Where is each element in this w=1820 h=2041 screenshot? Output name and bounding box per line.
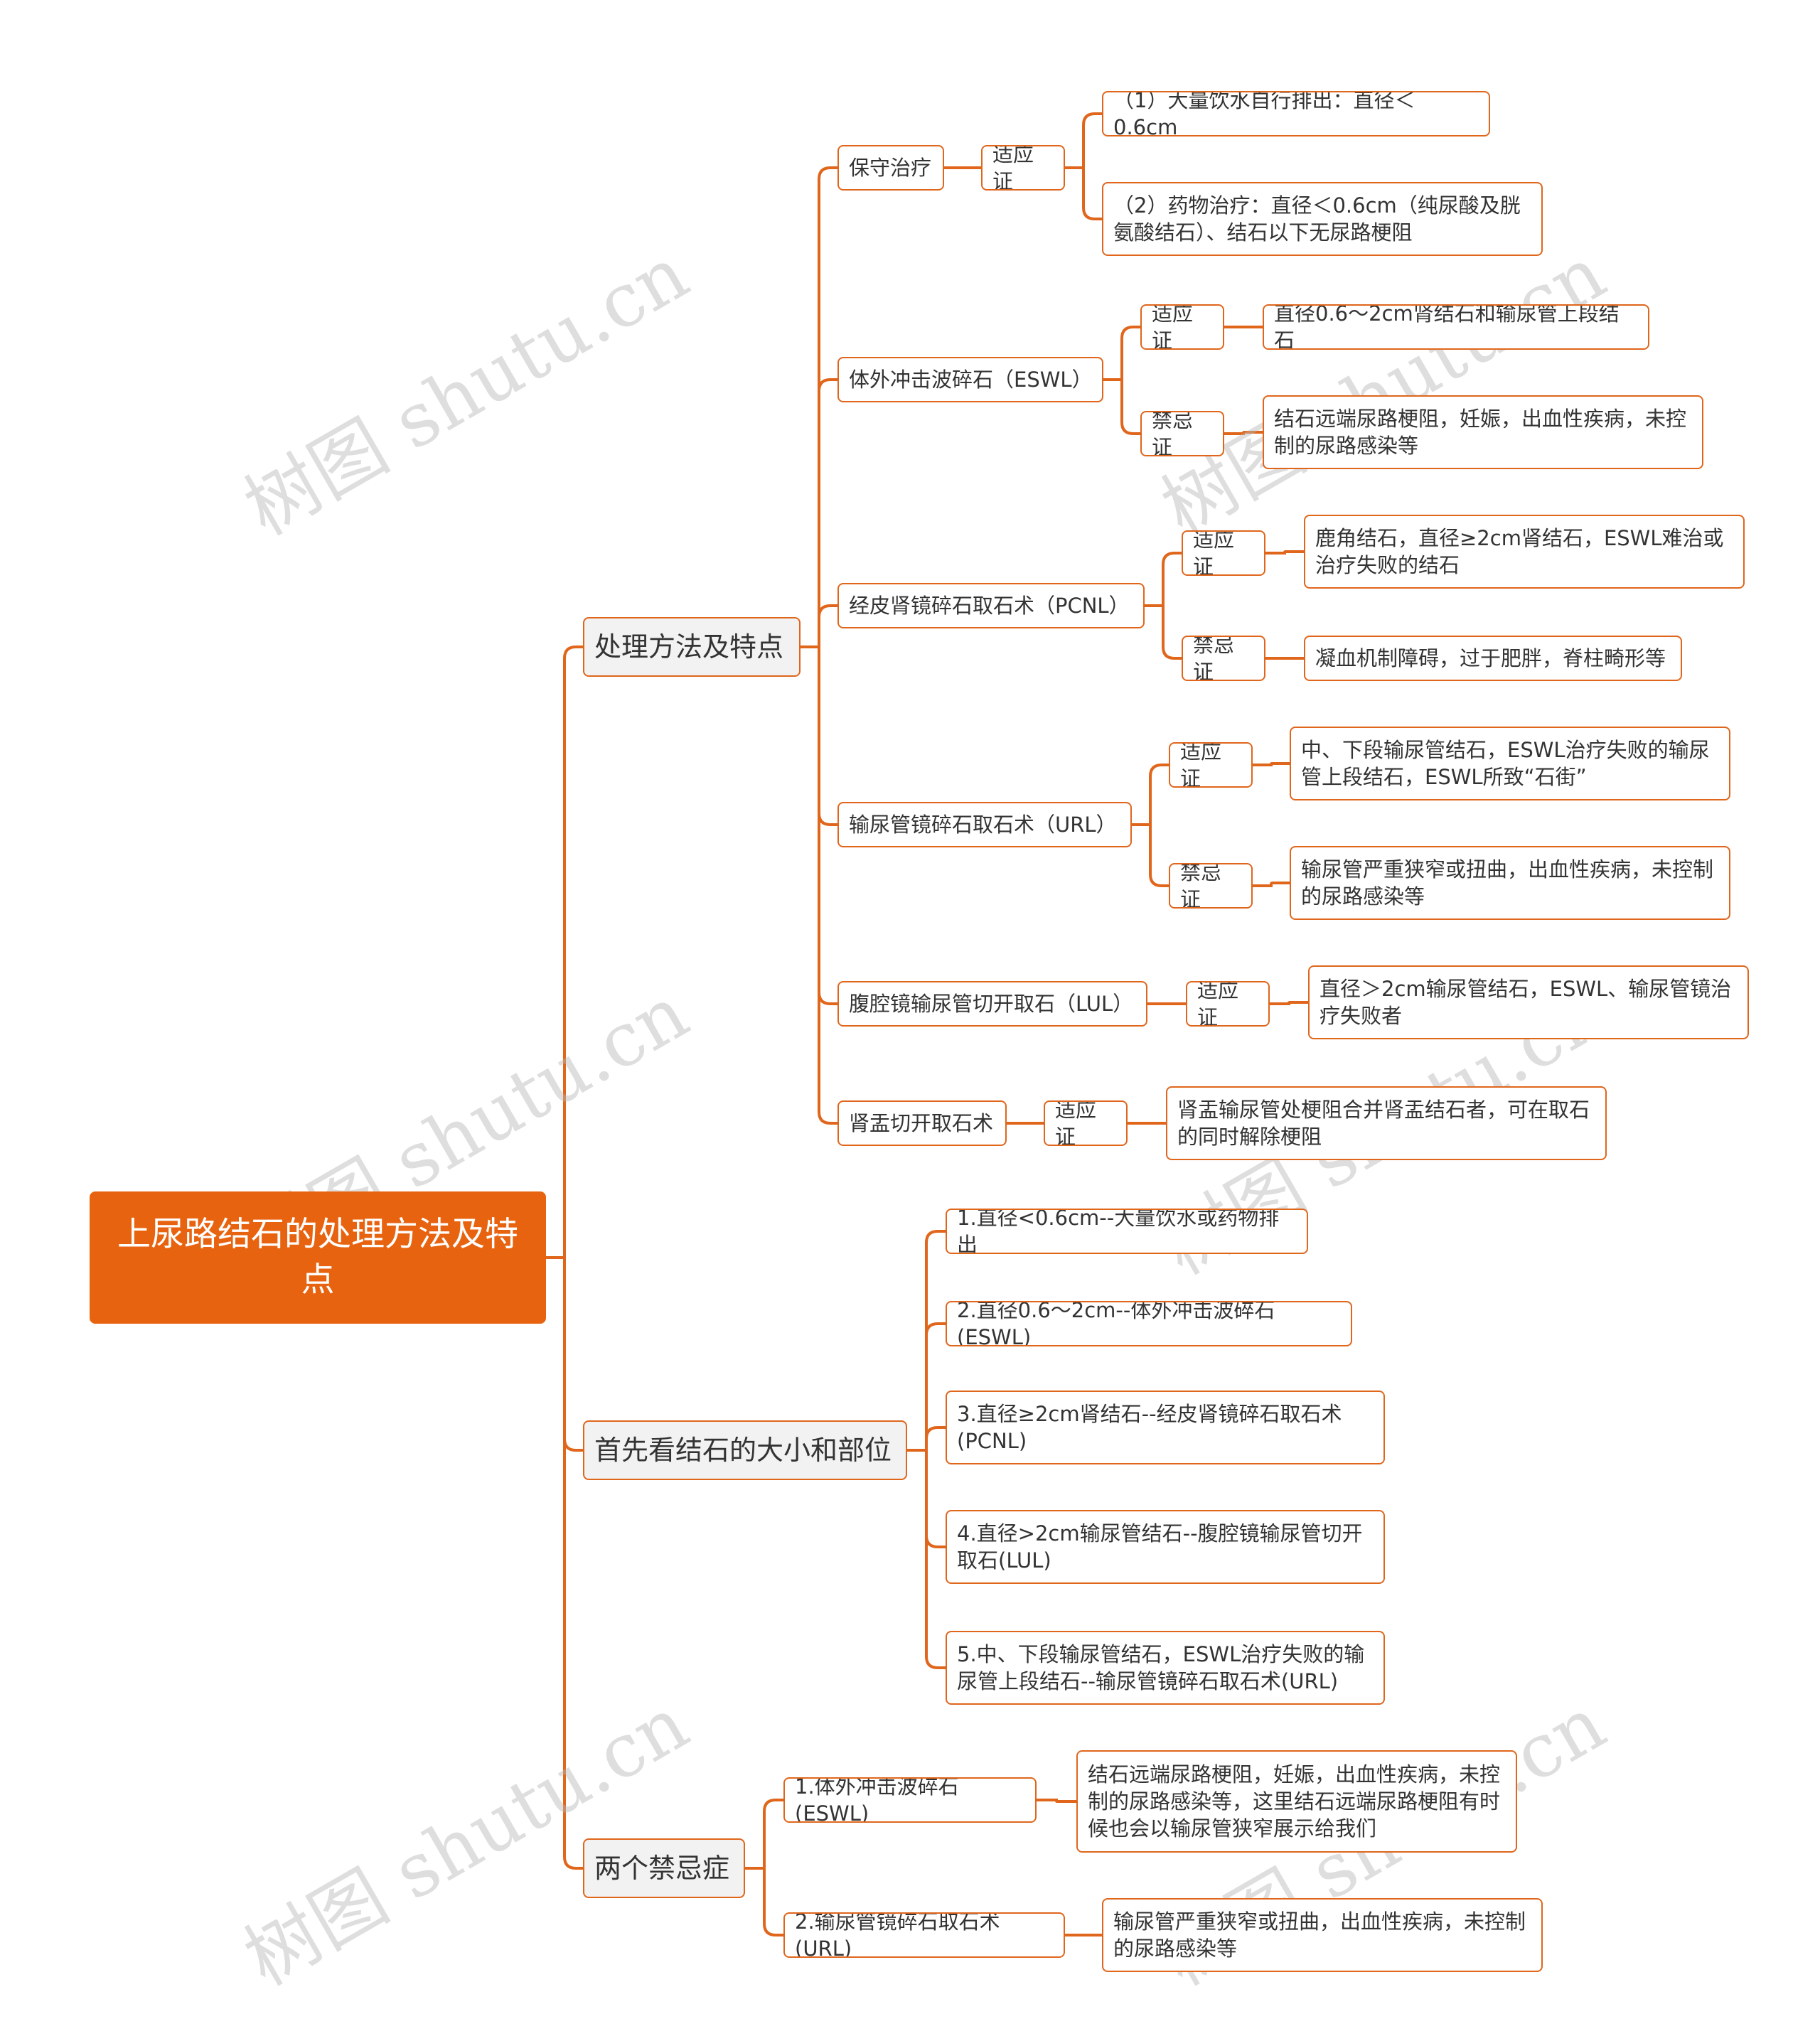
connector-line (907, 1426, 946, 1452)
connector-line (1224, 431, 1263, 435)
topic-eswl[interactable]: 体外冲击波碎石（ESWL） (837, 357, 1103, 402)
topic-conservative-treatment[interactable]: 保守治疗 (837, 145, 944, 191)
connector-line (801, 166, 837, 648)
detail-note[interactable]: 鹿角结石，直径≥2cm肾结石，ESWL难治或治疗失败的结石 (1304, 515, 1745, 589)
topic-pyelolithotomy[interactable]: 肾盂切开取石术 (837, 1100, 1007, 1146)
topic-lul[interactable]: 腹腔镜输尿管切开取石（LUL） (837, 981, 1147, 1027)
contraindication-url[interactable]: 2.输尿管镜碎石取石术(URL) (783, 1912, 1065, 1958)
connector-line (1103, 378, 1140, 435)
detail-note[interactable]: 结石远端尿路梗阻，妊娠，出血性疾病，未控制的尿路感染等，这里结石远端尿路梗阻有时… (1076, 1750, 1517, 1853)
indication-label[interactable]: 适应证 (1044, 1100, 1128, 1146)
connector-line (907, 1230, 946, 1452)
connector-line (546, 1256, 583, 1870)
size-rule-item[interactable]: 3.直径≥2cm肾结石--经皮肾镜碎石取石术(PCNL) (946, 1391, 1385, 1464)
detail-note[interactable]: （2）药物治疗：直径＜0.6cm（纯尿酸及胱氨酸结石）、结石以下无尿路梗阻 (1102, 182, 1543, 256)
detail-note[interactable]: 直径＞2cm输尿管结石，ESWL、输尿管镜治疗失败者 (1308, 965, 1749, 1039)
root-topic[interactable]: 上尿路结石的处理方法及特点 (90, 1191, 546, 1324)
contraindication-label[interactable]: 禁忌证 (1140, 411, 1224, 456)
contraindication-label[interactable]: 禁忌证 (1182, 636, 1265, 681)
connector-line (907, 1449, 946, 1669)
connector-line (801, 645, 837, 1125)
connector-line (1103, 326, 1140, 381)
contraindication-eswl[interactable]: 1.体外冲击波碎石(ESWL) (783, 1777, 1037, 1823)
connector-line (1253, 882, 1290, 887)
indication-label[interactable]: 适应证 (1182, 530, 1265, 576)
detail-note[interactable]: 结石远端尿路梗阻，妊娠，出血性疾病，未控制的尿路感染等 (1263, 395, 1703, 469)
detail-note[interactable]: 凝血机制障碍，过于肥胖，脊柱畸形等 (1304, 636, 1682, 681)
topic-size-and-location[interactable]: 首先看结石的大小和部位 (583, 1420, 907, 1480)
detail-note[interactable]: （1）大量饮水自行排出：直径＜0.6cm (1102, 91, 1490, 136)
contraindication-label[interactable]: 禁忌证 (1169, 863, 1253, 909)
detail-note[interactable]: 输尿管严重狭窄或扭曲，出血性疾病，未控制的尿路感染等 (1290, 846, 1730, 920)
connector-line (907, 1322, 946, 1452)
connector-line (1132, 823, 1169, 887)
detail-note[interactable]: 中、下段输尿管结石，ESWL治疗失败的输尿管上段结石，ESWL所致“石街” (1290, 727, 1730, 800)
connector-line (801, 604, 837, 648)
connector-line (1065, 166, 1102, 220)
connector-line (1145, 552, 1182, 607)
connector-line (1270, 1001, 1308, 1005)
connector-line (1253, 762, 1290, 766)
detail-note[interactable]: 肾盂输尿管处梗阻合并肾盂结石者，可在取石的同时解除梗阻 (1166, 1086, 1607, 1160)
topic-url[interactable]: 输尿管镜碎石取石术（URL） (837, 802, 1132, 847)
connector-line (745, 1867, 783, 1936)
detail-note[interactable]: 输尿管严重狭窄或扭曲，出血性疾病，未控制的尿路感染等 (1102, 1898, 1543, 1972)
topic-treatment-methods[interactable]: 处理方法及特点 (583, 617, 801, 677)
connector-line (1065, 112, 1102, 169)
indication-label[interactable]: 适应证 (1186, 981, 1270, 1027)
indication-label[interactable]: 适应证 (981, 145, 1065, 191)
connector-line (546, 645, 583, 1259)
connector-line (1037, 1799, 1076, 1803)
connector-line (801, 378, 837, 648)
size-rule-item[interactable]: 2.直径0.6～2cm--体外冲击波碎石(ESWL) (946, 1301, 1352, 1346)
size-rule-item[interactable]: 1.直径<0.6cm--大量饮水或药物排出 (946, 1209, 1308, 1254)
connector-line (745, 1799, 783, 1870)
detail-note[interactable]: 直径0.6～2cm肾结石和输尿管上段结石 (1263, 304, 1649, 350)
size-rule-item[interactable]: 4.直径>2cm输尿管结石--腹腔镜输尿管切开取石(LUL) (946, 1510, 1385, 1584)
connector-line (1132, 764, 1169, 826)
connector-line (1145, 604, 1182, 660)
connector-line (1265, 550, 1304, 555)
indication-label[interactable]: 适应证 (1169, 742, 1253, 788)
indication-label[interactable]: 适应证 (1140, 304, 1224, 350)
size-rule-item[interactable]: 5.中、下段输尿管结石，ESWL治疗失败的输尿管上段结石--输尿管镜碎石取石术(… (946, 1631, 1385, 1705)
topic-two-contraindications[interactable]: 两个禁忌症 (583, 1838, 745, 1898)
topic-pcnl[interactable]: 经皮肾镜碎石取石术（PCNL） (837, 583, 1145, 628)
